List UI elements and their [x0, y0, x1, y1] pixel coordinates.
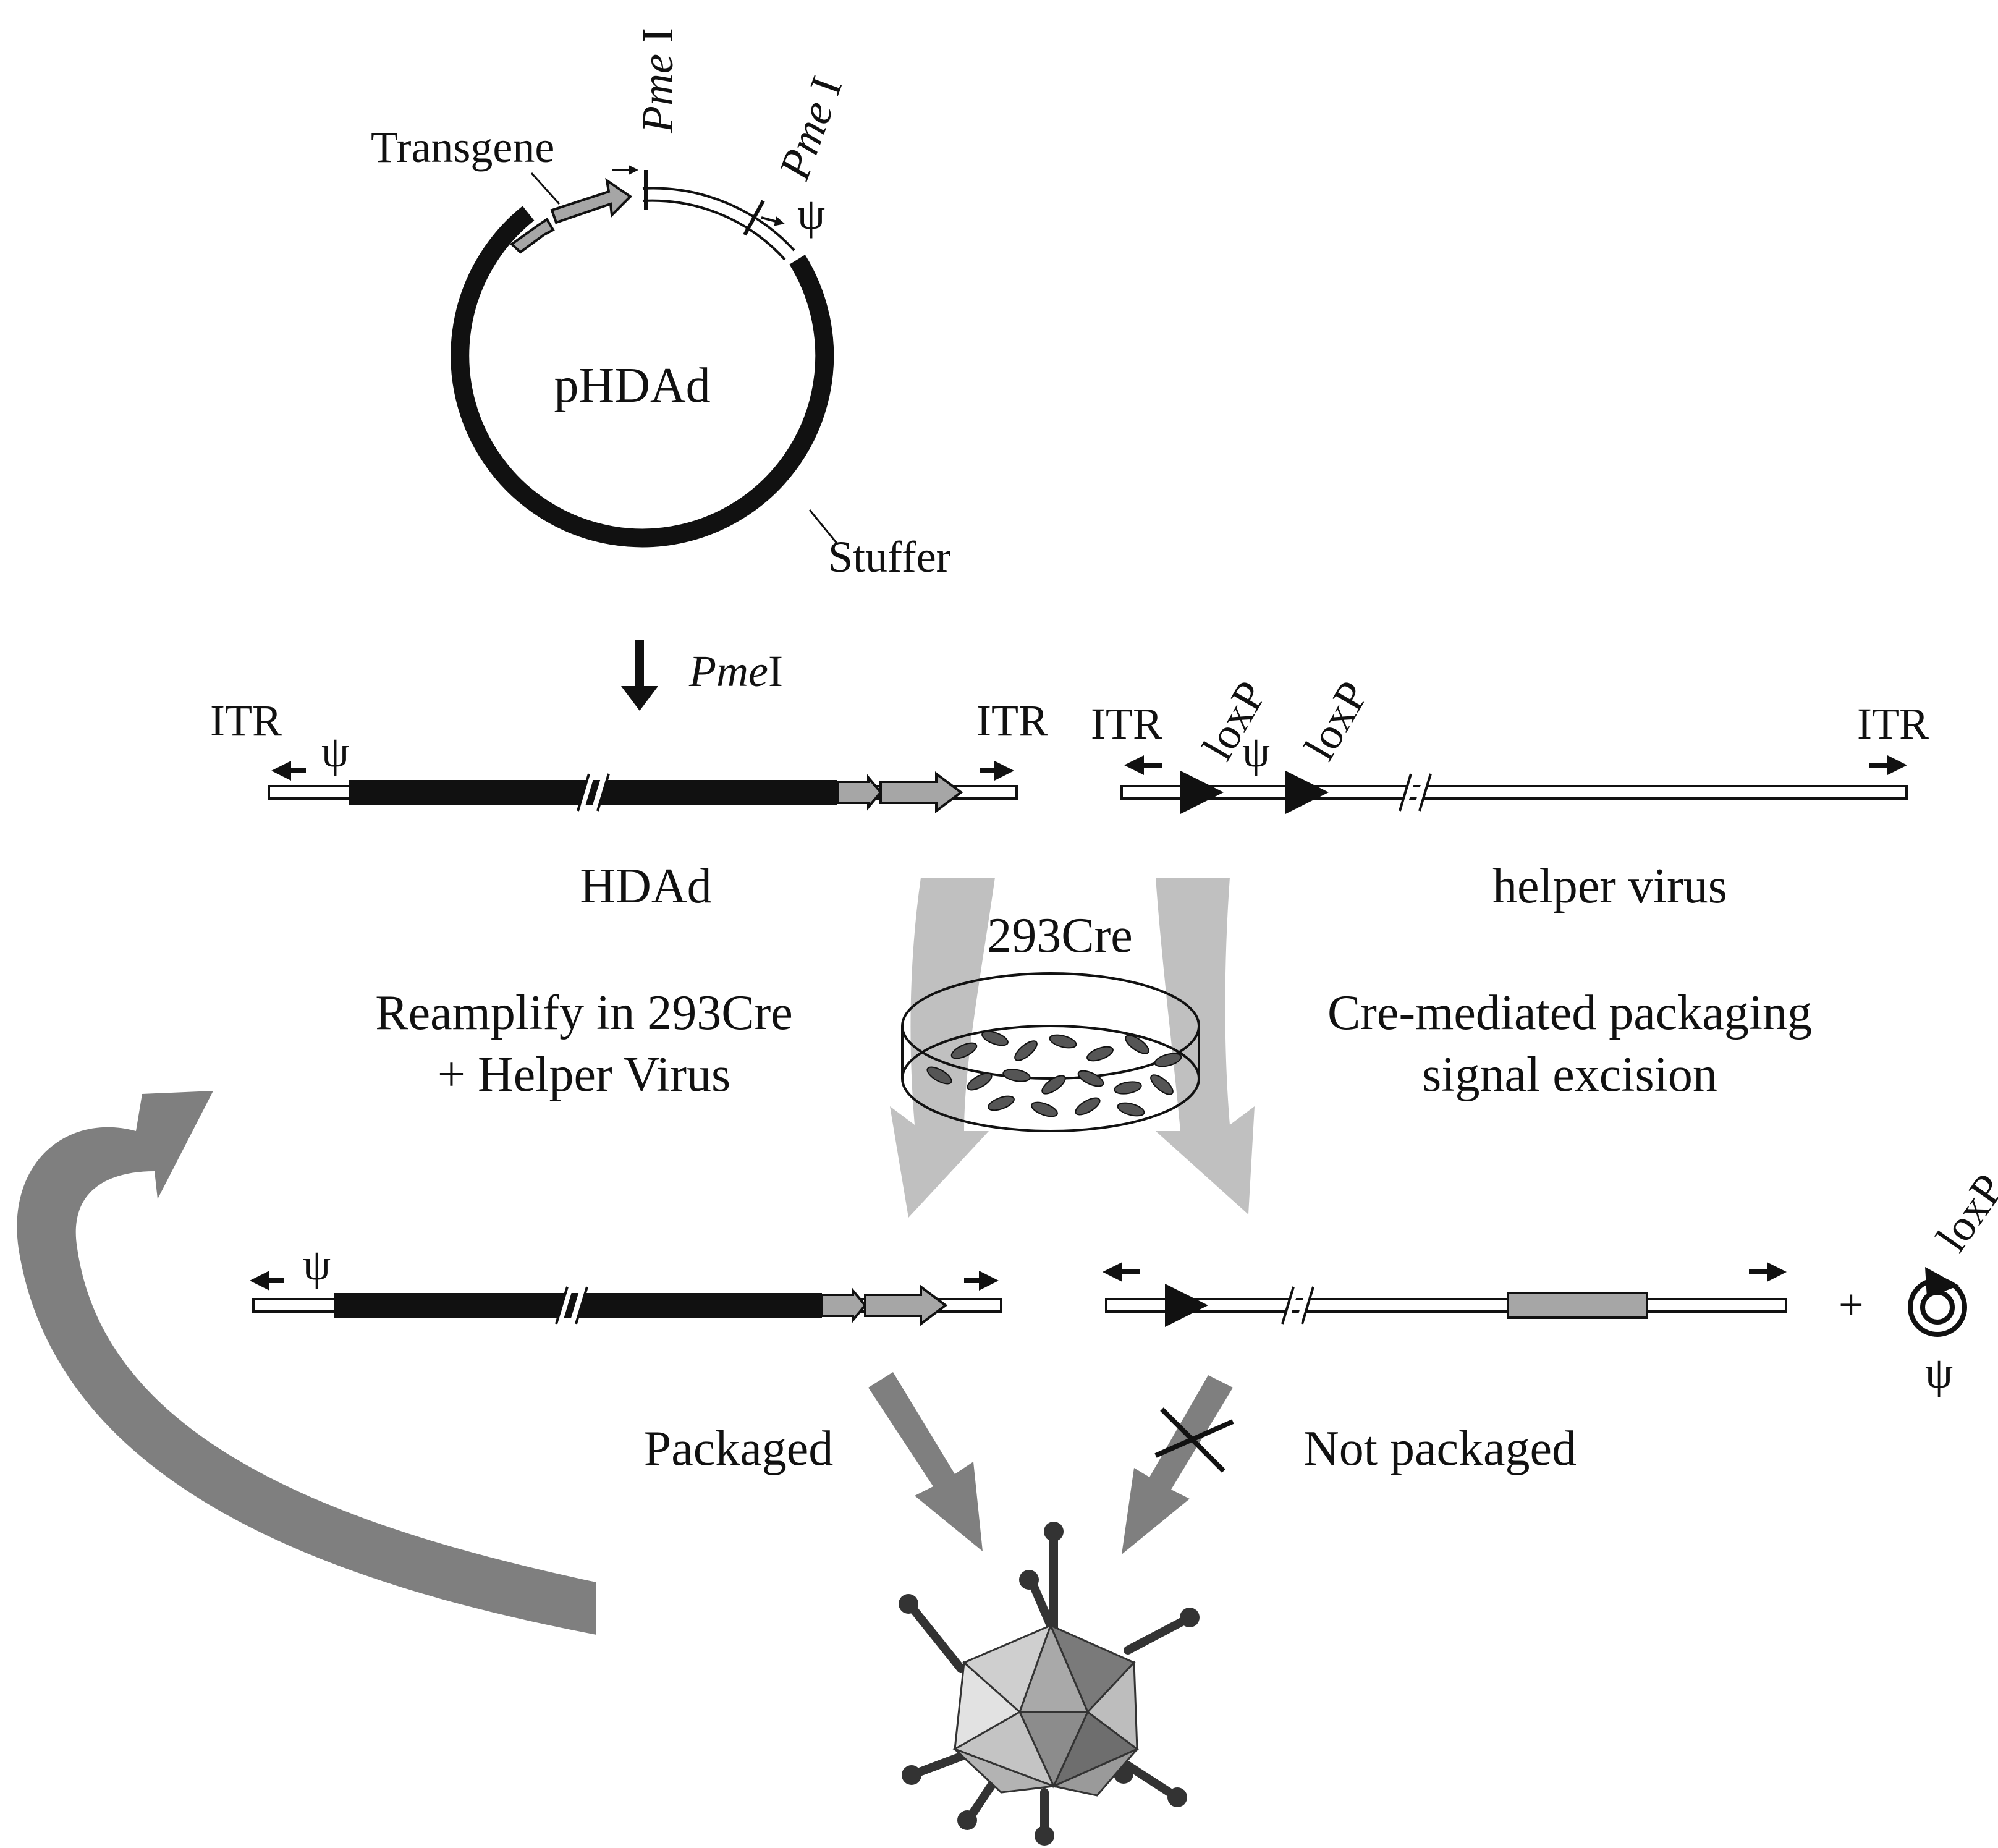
helper-product-cassette — [1507, 1292, 1648, 1319]
helper-product-loxp-triangle — [1165, 1284, 1208, 1327]
reamplify-line-2: + Helper Virus — [438, 1048, 730, 1102]
helper-break-mark-2 — [1413, 771, 1431, 811]
helper-psi: ψ — [1242, 727, 1270, 776]
helper-loxp-1-triangle — [1180, 771, 1224, 814]
excised-packaging-signal-circle: + loxP ψ — [1839, 1165, 1998, 1397]
virion-facet-10 — [1051, 1748, 1138, 1797]
helper-product-break-line-2 — [1301, 1286, 1314, 1325]
digest-enzyme-label: PmeI — [688, 646, 783, 696]
virion-fiber-knobs — [899, 1522, 1200, 1846]
virion-facet-9 — [954, 1748, 1054, 1794]
dish-rim — [901, 972, 1200, 1080]
cell-culture-step: 293Cre — [890, 878, 1255, 1218]
hdad-break-line-2 — [596, 773, 610, 812]
plasmid-name: pHDAd — [554, 358, 710, 413]
hdad-break-mark-2 — [591, 771, 609, 811]
packaged-arrow — [868, 1372, 983, 1551]
helper-genome-line — [1120, 785, 1908, 800]
hdad-itr-left-label: ITR — [210, 696, 282, 745]
packaged-label: Packaged — [644, 1422, 834, 1476]
excised-loxp-label: loxP — [1927, 1165, 1998, 1260]
dish-cells — [926, 1030, 1182, 1117]
pme-site-1-label: Pme I — [633, 28, 682, 134]
hdad-stuffer-block — [349, 780, 837, 805]
hdad-transgene-arrow — [879, 771, 963, 813]
hdad-promoter-arrow — [836, 774, 883, 811]
pme-site-2-label: Pme I — [769, 70, 852, 186]
helper-product-genome — [1103, 1262, 1787, 1327]
hdad-name: HDAd — [580, 859, 711, 913]
pme-digest-step: PmeI — [621, 640, 783, 711]
helper-loxp-2-triangle — [1285, 771, 1329, 814]
helper-break-line-1 — [1399, 773, 1412, 812]
plasmid-open-region-outer — [642, 187, 795, 252]
helper-product-break-mark-2 — [1296, 1284, 1313, 1324]
excision-line-1: Cre-mediated packaging — [1327, 986, 1812, 1040]
pme-site-2-arrow — [761, 216, 785, 226]
transgene-label: Transgene — [371, 122, 554, 172]
hdad-into-cells-arrow — [890, 878, 995, 1218]
hdad-product-break-line-2 — [575, 1286, 588, 1325]
helper-itr-right-label: ITR — [1857, 699, 1929, 748]
helper-name: helper virus — [1492, 859, 1727, 913]
helper-product-break-line-1 — [1281, 1286, 1295, 1325]
helper-loxp-2-label: loxP — [1295, 673, 1378, 768]
hdad-break-mark-1 — [578, 771, 595, 811]
excised-psi-label: ψ — [1925, 1348, 1953, 1397]
excised-plus-sign: + — [1839, 1280, 1864, 1329]
hdad-itr-right-label: ITR — [976, 696, 1048, 745]
helper-itr-left-label: ITR — [1091, 699, 1162, 748]
reamplify-line-1: Reamplify in 293Cre — [375, 986, 792, 1040]
hdad-psi: ψ — [321, 727, 349, 776]
hdad-product-psi: ψ — [303, 1240, 331, 1289]
hdad-product-break-mark-1 — [556, 1284, 574, 1324]
helper-product-break-mark-1 — [1282, 1284, 1300, 1324]
cell-line-label: 293Cre — [987, 909, 1133, 963]
hdad-product-break-mark-2 — [570, 1284, 587, 1324]
plasmid-psi: ψ — [797, 189, 825, 239]
plasmid-open-region-inner — [642, 199, 786, 261]
hdad-product-promoter-arrow — [821, 1287, 867, 1324]
plasmid-promoter-arrow — [509, 218, 555, 254]
hdad-break-line-1 — [577, 773, 590, 812]
helper-into-cells-arrow — [1156, 878, 1255, 1214]
helper-break-mark-1 — [1400, 771, 1417, 811]
not-packaged-arrow — [1122, 1375, 1233, 1554]
excision-line-2: signal excision — [1422, 1048, 1717, 1102]
helper-virus-genome: ITR ITR loxP loxP ψ helper virus — [1091, 673, 1929, 913]
hdad-product-break-line-1 — [555, 1286, 569, 1325]
reamplify-cycle-arrow — [17, 1091, 597, 1635]
adenovirus-virion-icon — [899, 1522, 1200, 1846]
plasmid-backbone — [451, 206, 834, 548]
transgene-leader-line — [530, 172, 561, 205]
stuffer-label: Stuffer — [828, 532, 951, 582]
plasmid-pHDAd: pHDAd Transgene Stuffer Pme I Pme I ψ — [371, 28, 951, 582]
plasmid-transgene-arrow — [550, 177, 633, 224]
digest-arrow-head — [621, 686, 658, 711]
helper-break-line-2 — [1418, 773, 1432, 812]
excised-loxp-triangle — [1925, 1267, 1959, 1298]
hdad-genome: ITR ITR ψ HDAd — [210, 696, 1048, 913]
packaging-step: Packaged Not packaged — [644, 1372, 1577, 1554]
not-packaged-cross-2 — [1154, 1419, 1234, 1458]
not-packaged-label: Not packaged — [1303, 1422, 1577, 1476]
hdad-product-genome: ψ — [250, 1240, 1002, 1326]
pme-site-2-tick — [743, 200, 765, 236]
hdad-product-transgene-arrow — [864, 1284, 948, 1326]
stuffer-leader-line — [808, 509, 839, 545]
